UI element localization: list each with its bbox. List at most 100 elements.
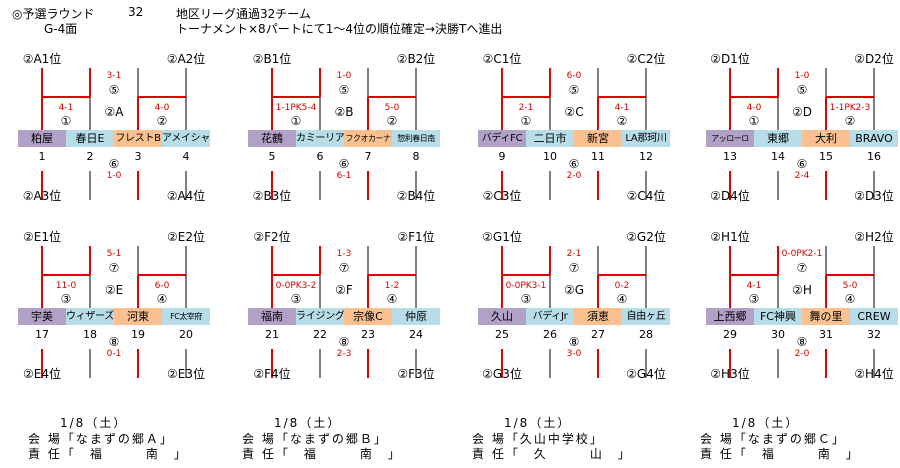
team-number: 16 bbox=[867, 150, 881, 163]
match5-number: ⑤ bbox=[108, 83, 120, 97]
match1-score: 1-1PK5-4 bbox=[275, 103, 317, 113]
match5-number: ⑦ bbox=[338, 261, 350, 275]
team-number: 20 bbox=[179, 328, 193, 341]
seed-label-top-right: ②E2位 bbox=[167, 230, 205, 244]
match2-number: ④ bbox=[844, 292, 856, 306]
team-box: 仲原 bbox=[392, 308, 440, 325]
team-number: 29 bbox=[723, 328, 737, 341]
team-box: 河東 bbox=[114, 308, 162, 325]
match5-score: 2-1 bbox=[566, 249, 582, 259]
seed-label-bottom-right: ②B4位 bbox=[396, 189, 436, 203]
match5-score: 6-0 bbox=[566, 71, 582, 81]
seed-label-top-left: ②E1位 bbox=[23, 230, 61, 244]
match2-score: 4-0 bbox=[154, 103, 170, 113]
team-number: 19 bbox=[131, 328, 145, 341]
team-number: 2 bbox=[86, 150, 94, 163]
team-box: フレストB bbox=[114, 130, 162, 147]
seed-label-top-left: ②D1位 bbox=[710, 52, 750, 66]
match2-number: ② bbox=[156, 114, 168, 128]
team-box: 上西郷 bbox=[706, 308, 754, 325]
match2-number: ④ bbox=[616, 292, 628, 306]
team-box: 新宮 bbox=[574, 130, 622, 147]
venue-label: 会 場「久山中学校」 bbox=[472, 432, 604, 446]
team-box: 宇美 bbox=[18, 308, 66, 325]
format-note: トーナメント×8パートにて1～4位の順位確定→決勝Tへ進出 bbox=[176, 22, 503, 36]
match5-number: ⑤ bbox=[568, 83, 580, 97]
team-number: 21 bbox=[265, 328, 279, 341]
team-box: 宗像C bbox=[344, 308, 392, 325]
match2-score: 1-1PK2-3 bbox=[829, 103, 871, 113]
match5-score: 1-3 bbox=[336, 249, 352, 259]
match1-number: ① bbox=[520, 114, 532, 128]
seed-label-bottom-left: ②B3位 bbox=[252, 189, 292, 203]
team-box: バディJr bbox=[526, 308, 574, 325]
group-label: ②E bbox=[104, 283, 124, 297]
match6-number: ⑥ bbox=[796, 157, 808, 171]
team-number: 22 bbox=[313, 328, 327, 341]
match1-number: ① bbox=[748, 114, 760, 128]
team-number: 5 bbox=[268, 150, 276, 163]
team-box: 惣利春日南 bbox=[392, 130, 440, 147]
match1-number: ③ bbox=[60, 292, 72, 306]
match6-number: ⑧ bbox=[796, 335, 808, 349]
team-box: アメイシャ bbox=[162, 130, 210, 147]
team-number: 32 bbox=[867, 328, 881, 341]
responsible-label: 責 任「 福 南 」 bbox=[700, 447, 860, 461]
team-number: 9 bbox=[498, 150, 506, 163]
team-box: 久山 bbox=[478, 308, 526, 325]
seed-label-bottom-left: ②A3位 bbox=[22, 189, 62, 203]
team-number: 3 bbox=[134, 150, 142, 163]
team-box: 花鶴 bbox=[248, 130, 296, 147]
match1-number: ③ bbox=[520, 292, 532, 306]
seed-label-top-right: ②H2位 bbox=[854, 230, 894, 244]
seed-label-top-left: ②F2位 bbox=[253, 230, 291, 244]
team-number: 15 bbox=[819, 150, 833, 163]
seed-label-top-right: ②F1位 bbox=[397, 230, 435, 244]
bracket-lines bbox=[41, 68, 187, 200]
seed-label-top-right: ②B2位 bbox=[396, 52, 436, 66]
match5-score: 0-0PK2-1 bbox=[781, 249, 823, 259]
responsible-label: 責 任「 福 南 」 bbox=[242, 447, 402, 461]
team-box: 舞の里 bbox=[802, 308, 850, 325]
seed-label-top-left: ②H1位 bbox=[710, 230, 750, 244]
group-label: ②A bbox=[104, 105, 124, 119]
team-box: 二日市 bbox=[526, 130, 574, 147]
qualify-note: 地区リーグ通過32チーム bbox=[176, 7, 311, 21]
match1-score: 2-1 bbox=[518, 103, 534, 113]
team-box: 大利 bbox=[802, 130, 850, 147]
seed-label-bottom-left: ②D4位 bbox=[710, 189, 750, 203]
match1-number: ③ bbox=[290, 292, 302, 306]
seed-label-top-left: ②G1位 bbox=[482, 230, 522, 244]
team-box: ウィザーズ bbox=[66, 308, 114, 325]
bracket-lines bbox=[41, 246, 187, 378]
team-box: バディFC bbox=[478, 130, 526, 147]
team-box: LA那珂川 bbox=[622, 130, 670, 147]
match-date: 1/8（土） bbox=[274, 416, 342, 430]
team-box: 自由ヶ丘 bbox=[622, 308, 670, 325]
team-box: フクオカーナ bbox=[344, 130, 392, 147]
match6-score: 6-1 bbox=[336, 171, 352, 181]
team-number: 14 bbox=[771, 150, 785, 163]
round-title: ◎予選ラウンド bbox=[12, 7, 95, 21]
court-label: G-4面 bbox=[44, 22, 78, 36]
group-label: ②C bbox=[564, 105, 584, 119]
team-number: 6 bbox=[316, 150, 324, 163]
seed-label-bottom-left: ②G3位 bbox=[482, 367, 522, 381]
team-number: 26 bbox=[543, 328, 557, 341]
match-date: 1/8（土） bbox=[504, 416, 572, 430]
seed-label-top-left: ②B1位 bbox=[252, 52, 292, 66]
match1-score: 4-0 bbox=[746, 103, 762, 113]
team-number: 17 bbox=[35, 328, 49, 341]
bracket-lines bbox=[729, 68, 875, 200]
team-box: 粕屋 bbox=[18, 130, 66, 147]
match6-number: ⑧ bbox=[338, 335, 350, 349]
match5-score: 5-1 bbox=[106, 249, 122, 259]
match1-score: 4-1 bbox=[746, 281, 762, 291]
team-number: 1 bbox=[38, 150, 46, 163]
match-date: 1/8（土） bbox=[732, 416, 800, 430]
team-number: 24 bbox=[409, 328, 423, 341]
